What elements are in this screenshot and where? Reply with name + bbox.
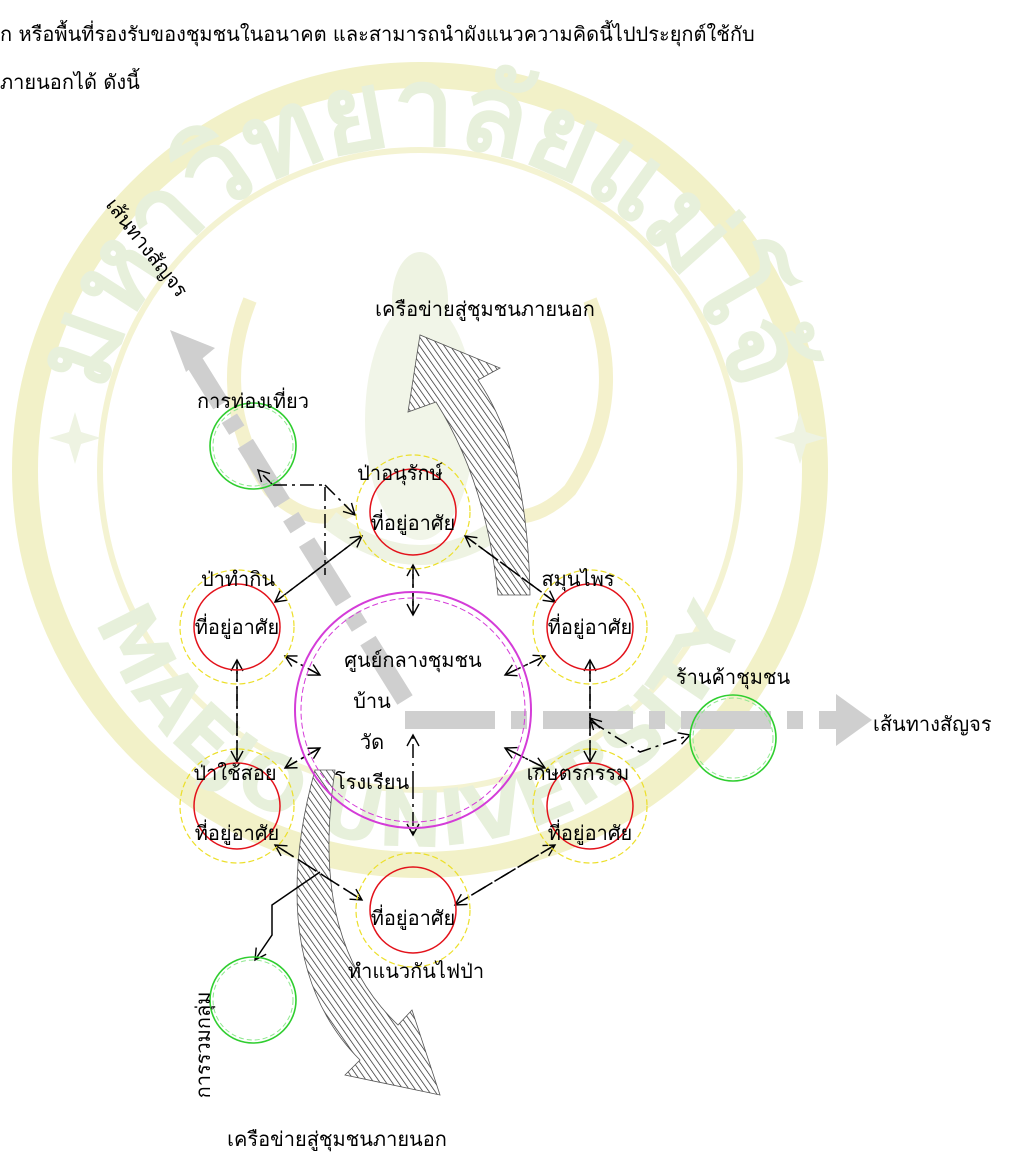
- node-lower-right-inner: ที่อยู่อาศัย: [548, 819, 633, 846]
- tourism-label: การท่องเที่ยว: [197, 387, 309, 413]
- center-label-line4: โรงเรียน: [335, 770, 410, 794]
- center-label-line1: ศูนย์กลางชุมชน: [344, 648, 482, 673]
- node-bottom-title: ทำแนวกันไฟป่า: [348, 959, 484, 983]
- community-shop-label: ร้านค้าชุมชน: [676, 665, 791, 690]
- node-lower-right-title: เกษตรกรรม: [527, 761, 630, 785]
- node-upper-left-inner: ที่อยู่อาศัย: [195, 613, 280, 640]
- node-upper-right-inner: ที่อยู่อาศัย: [548, 613, 633, 640]
- center-label-line2: บ้าน: [353, 689, 391, 713]
- road-right-label: เส้นทางสัญจร: [873, 712, 992, 736]
- node-lower-left-inner: ที่อยู่อาศัย: [195, 819, 280, 846]
- node-upper-right-title: สมุนไพร: [541, 567, 614, 592]
- node-bottom-inner: ที่อยู่อาศัย: [371, 904, 456, 931]
- node-top-inner: ที่อยู่อาศัย: [371, 509, 456, 536]
- center-label-line3: วัด: [360, 730, 384, 754]
- seal-star-left-icon: [49, 412, 101, 464]
- gathering-label: การรวมกลุ่ม: [191, 992, 216, 1099]
- gathering-circle: [210, 957, 296, 1043]
- network-out-top-label: เครือข่ายสู่ชุมชนภายนอก: [375, 297, 595, 322]
- node-top-title: ป่าอนุรักษ์: [357, 461, 443, 486]
- node-lower-left-title: ป่าใช้สอย: [193, 761, 276, 785]
- university-seal-watermark: มหาวิทยาลัยแม่โจ้ MAEJO UNIVERSITY: [6, 43, 833, 866]
- network-out-bottom-label: เครือข่ายสู่ชุมชนภายนอก: [227, 1127, 447, 1152]
- node-upper-left-title: ป่าทำกิน: [201, 567, 275, 591]
